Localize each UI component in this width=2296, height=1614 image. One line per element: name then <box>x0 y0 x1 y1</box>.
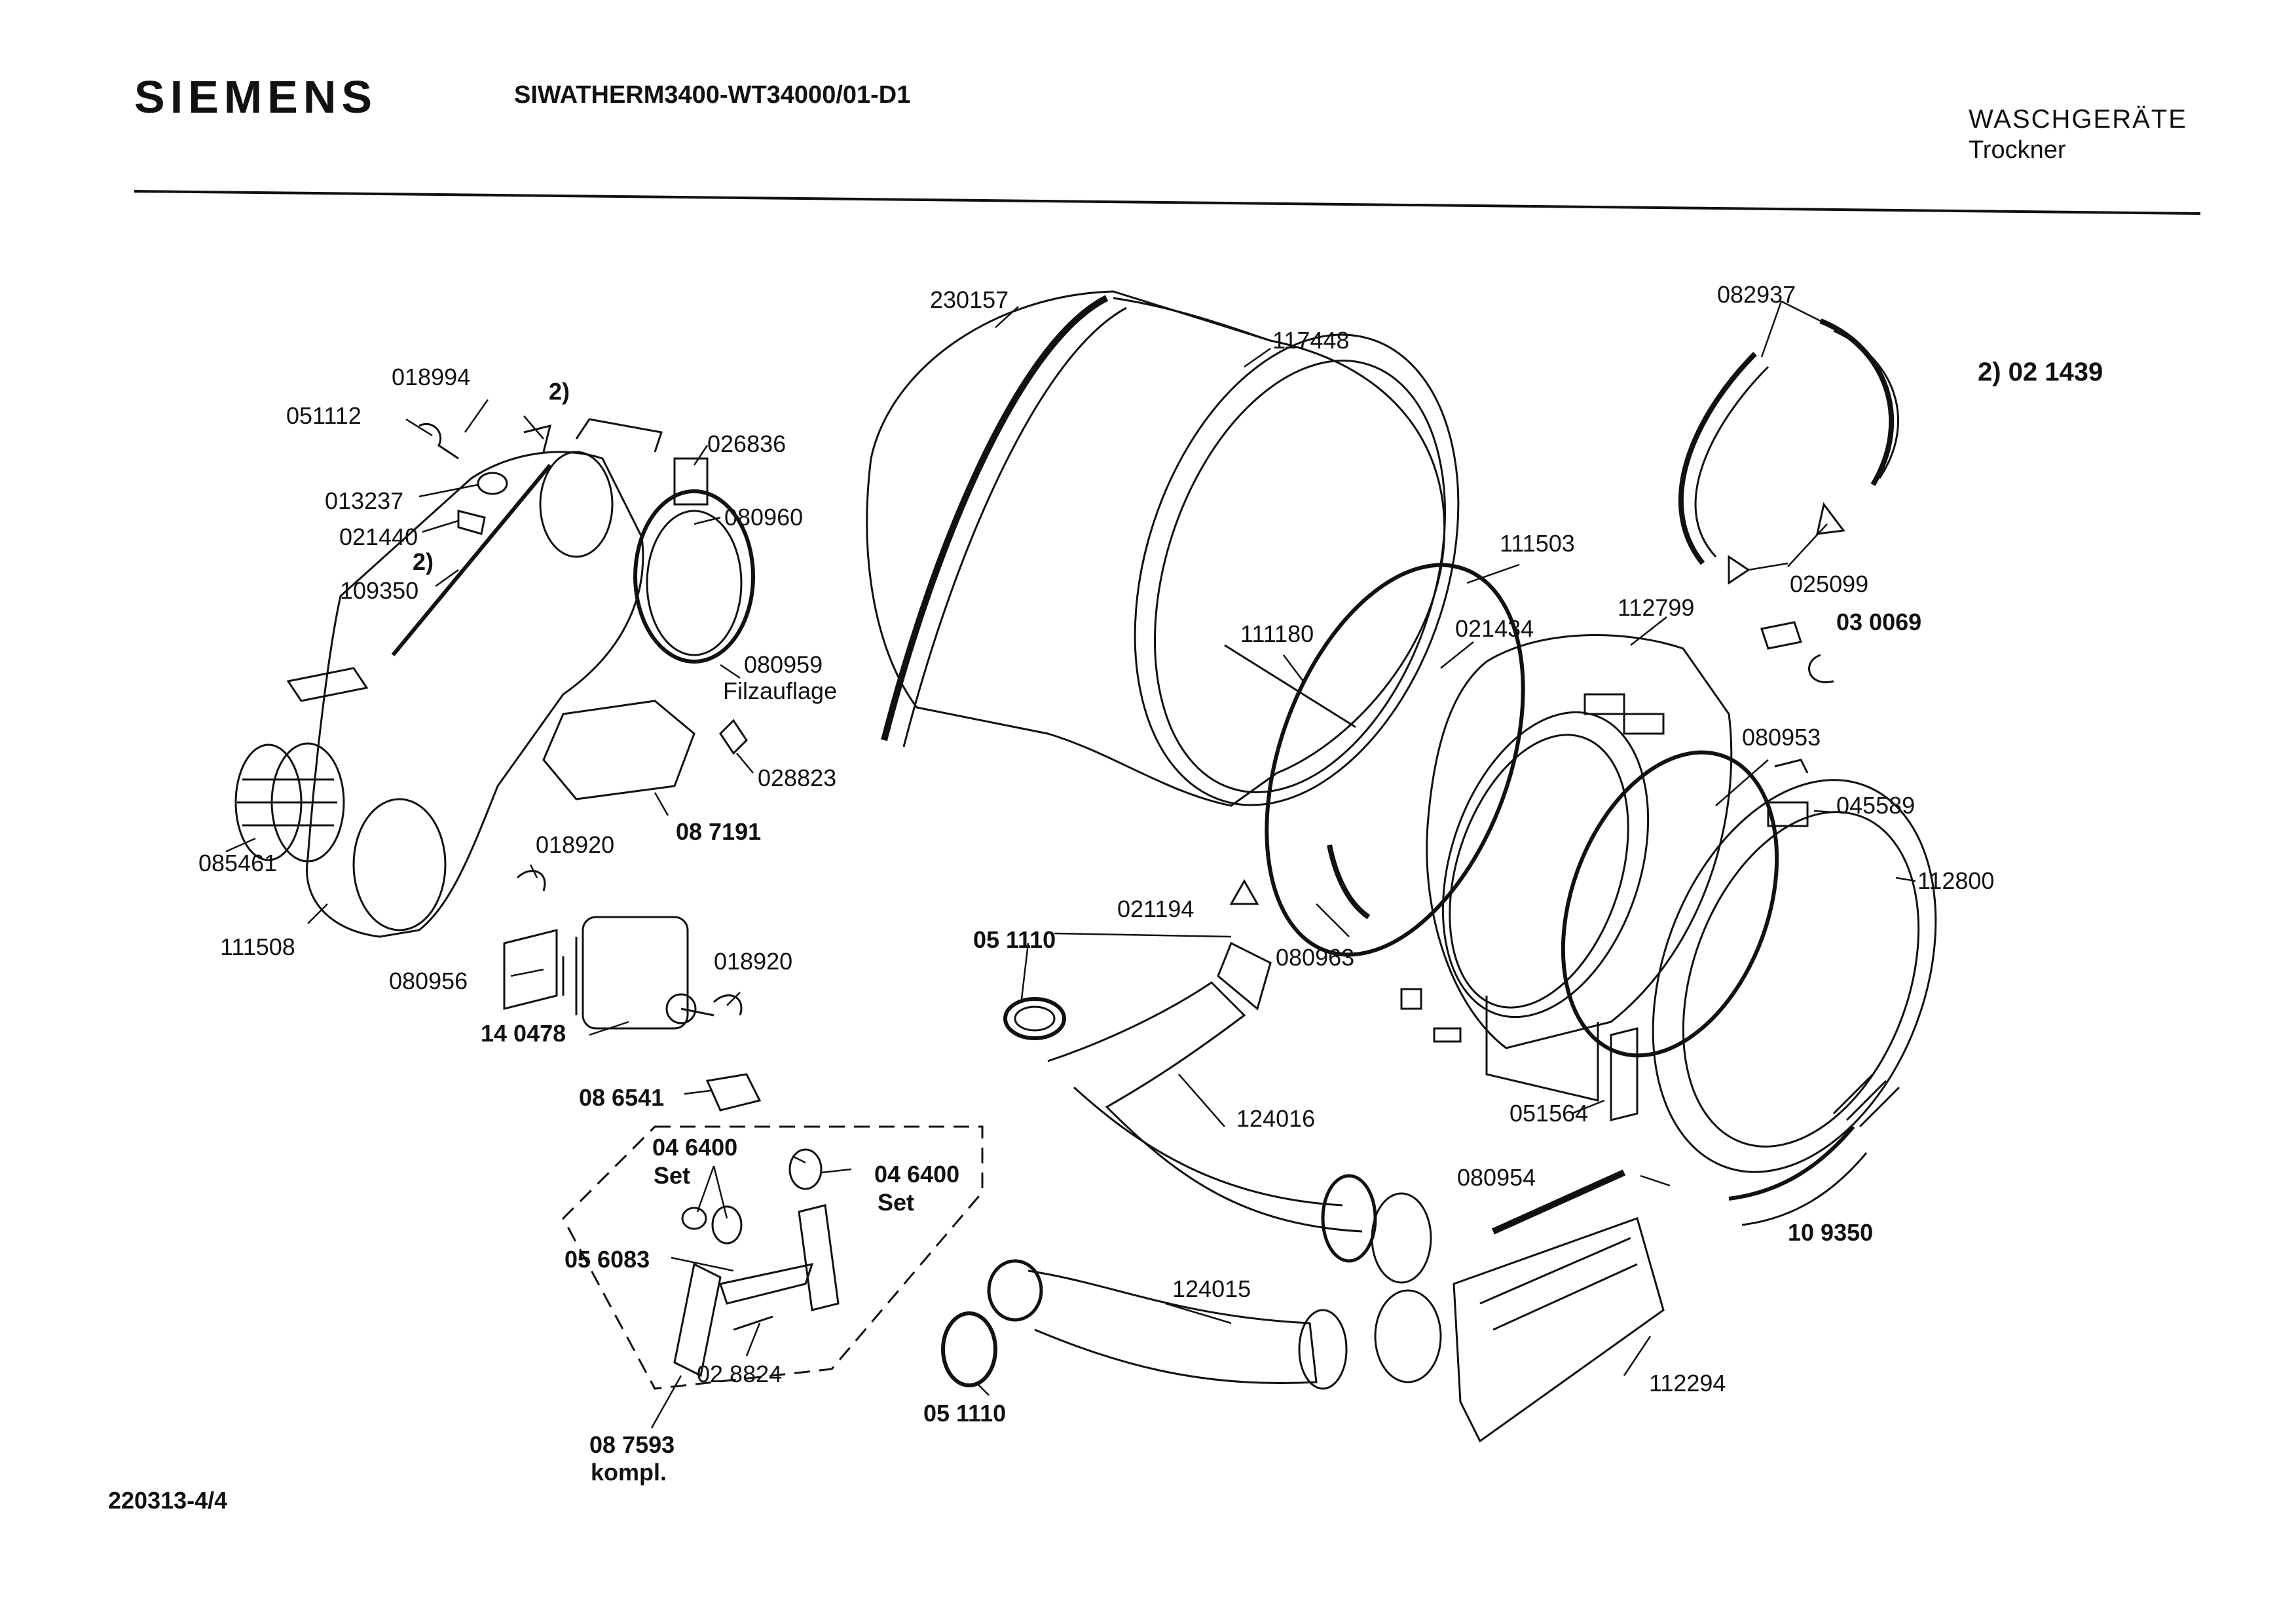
model-title: SIWATHERM3400-WT34000/01-D1 <box>514 81 911 109</box>
label-109350: 109350 <box>340 577 419 604</box>
label-051110-upper: 05 1110 <box>973 926 1056 953</box>
label-051112: 051112 <box>286 402 361 429</box>
condenser-part <box>1453 1217 1665 1443</box>
seal-strip-part <box>1728 1125 1855 1201</box>
label-080960: 080960 <box>724 504 804 531</box>
label-021434: 021434 <box>1455 615 1534 642</box>
label-013237: 013237 <box>325 487 404 514</box>
category-label: WASCHGERÄTE <box>1969 105 2187 134</box>
brand-logo: SIEMENS <box>134 71 378 122</box>
label-footnote-2b: 2) <box>413 548 434 575</box>
seal-strip-part <box>1491 1169 1626 1235</box>
label-021440: 021440 <box>339 523 418 550</box>
hose-lower-part <box>941 1259 1442 1390</box>
label-086541: 08 6541 <box>579 1084 665 1111</box>
footnote-part-number: 2) 02 1439 <box>1978 358 2103 386</box>
band-part <box>1819 318 1895 487</box>
label-080956: 080956 <box>389 967 468 994</box>
label-085461: 085461 <box>198 850 278 876</box>
motor-part <box>503 916 714 1030</box>
felt-ring-part <box>1561 750 1779 1058</box>
door-frame-part <box>1652 779 1937 1173</box>
label-018994: 018994 <box>392 364 471 390</box>
label-087593: 08 7593 <box>589 1431 675 1458</box>
label-018920-upper: 018920 <box>536 831 615 858</box>
label-filzauflage: Filzauflage <box>723 677 838 704</box>
label-230157: 230157 <box>930 286 1009 313</box>
label-018920-lower: 018920 <box>714 948 793 975</box>
label-028823: 028823 <box>758 764 837 791</box>
label-footnote-2a: 2) <box>549 378 570 405</box>
leader-lines <box>225 300 1916 1429</box>
label-080953: 080953 <box>1742 724 1821 751</box>
label-111508: 111508 <box>220 933 295 960</box>
label-set-right: Set <box>878 1189 915 1216</box>
blower-housing-part <box>306 418 755 938</box>
drum-part <box>866 290 1460 807</box>
label-set-left: Set <box>654 1162 691 1189</box>
label-kompl: kompl. <box>591 1459 667 1486</box>
label-109350-lower: 10 9350 <box>1788 1219 1874 1246</box>
label-111180: 111180 <box>1240 620 1314 647</box>
label-026836: 026836 <box>707 430 787 457</box>
label-056083: 05 6083 <box>565 1246 650 1273</box>
fan-wheel-part <box>234 742 345 863</box>
label-045589: 045589 <box>1836 792 1916 819</box>
felt-pad-part <box>542 700 695 800</box>
label-112294: 112294 <box>1649 1370 1726 1397</box>
label-030069: 03 0069 <box>1836 609 1922 635</box>
label-051564: 051564 <box>1509 1100 1589 1127</box>
label-140478: 14 0478 <box>481 1020 566 1047</box>
hose-upper-part <box>1003 941 1432 1284</box>
label-124015: 124015 <box>1172 1275 1251 1302</box>
label-046400-left: 04 6400 <box>652 1134 738 1161</box>
label-080959: 080959 <box>744 651 823 678</box>
label-111503: 111503 <box>1500 530 1575 557</box>
band-part <box>1678 352 1757 565</box>
label-025099: 025099 <box>1790 571 1869 597</box>
label-080954: 080954 <box>1457 1164 1536 1191</box>
label-087191: 08 7191 <box>676 818 762 845</box>
subcategory-label: Trockner <box>1969 136 2066 164</box>
label-046400-right: 04 6400 <box>874 1161 960 1188</box>
header-rule <box>134 190 2201 215</box>
label-021194: 021194 <box>1117 895 1194 922</box>
bracket-part <box>705 1073 762 1112</box>
label-112800: 112800 <box>1917 867 1995 894</box>
document-number: 220313-4/4 <box>108 1487 228 1514</box>
label-051110-lower: 05 1110 <box>923 1400 1007 1427</box>
label-117448: 117448 <box>1272 327 1350 354</box>
gasket-ring-part <box>1265 563 1525 957</box>
label-028824: 02 8824 <box>697 1361 783 1387</box>
label-124016: 124016 <box>1236 1105 1316 1132</box>
filter-ring-part <box>633 489 755 664</box>
label-080963: 080963 <box>1276 944 1355 971</box>
label-112799: 112799 <box>1618 594 1695 621</box>
bearing-frame-part <box>1426 634 1733 1102</box>
tension-set-box <box>562 1125 984 1390</box>
label-082937: 082937 <box>1717 281 1796 308</box>
